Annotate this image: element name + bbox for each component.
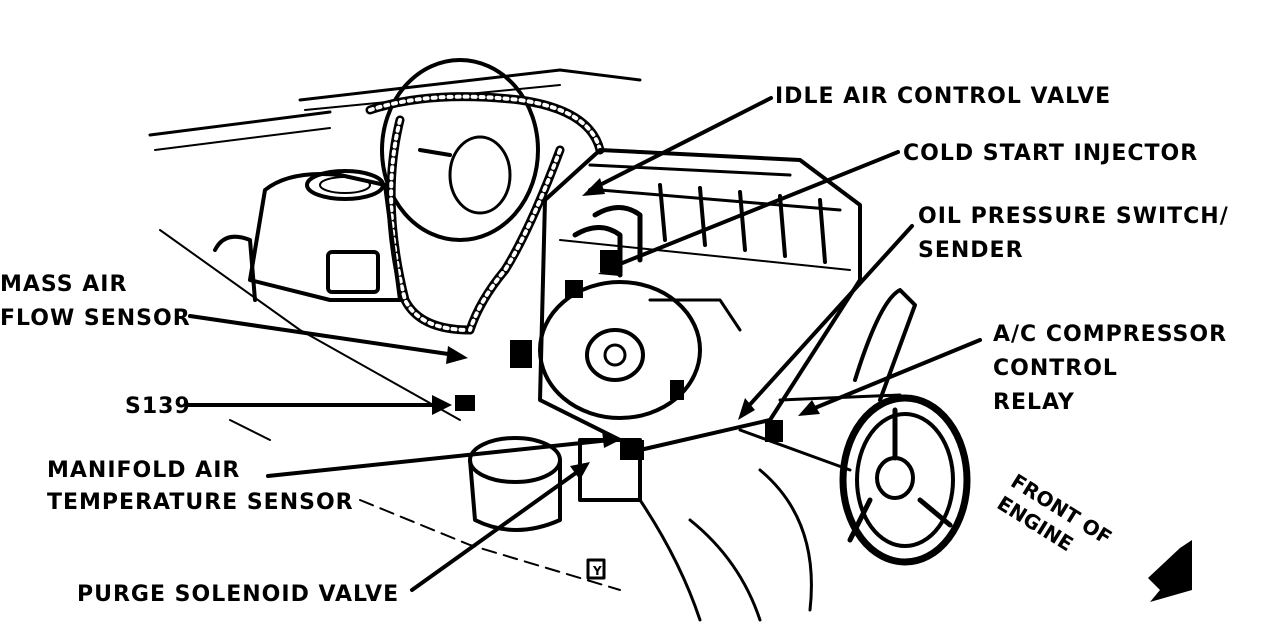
label-ac-control: CONTROL [993,356,1118,381]
label-mass-air: MASS AIR [0,272,128,297]
label-oil-pressure-sender: SENDER [918,238,1024,263]
label-manifold-air: MANIFOLD AIR [47,458,241,483]
label-idle-air-control-valve: IDLE AIR CONTROL VALVE [775,84,1112,109]
label-cold-start-injector: COLD START INJECTOR [903,141,1199,166]
label-flow-sensor: FLOW SENSOR [0,306,191,331]
label-temperature-sensor: TEMPERATURE SENSOR [47,490,354,515]
label-ac-relay: RELAY [993,390,1075,415]
label-oil-pressure-switch: OIL PRESSURE SWITCH/ [918,204,1229,229]
label-ac-compressor: A/C COMPRESSOR [993,322,1228,347]
label-purge-solenoid-valve: PURGE SOLENOID VALVE [77,582,400,607]
engine-tag-y: Y [592,564,602,578]
label-s139: S139 [125,394,191,419]
